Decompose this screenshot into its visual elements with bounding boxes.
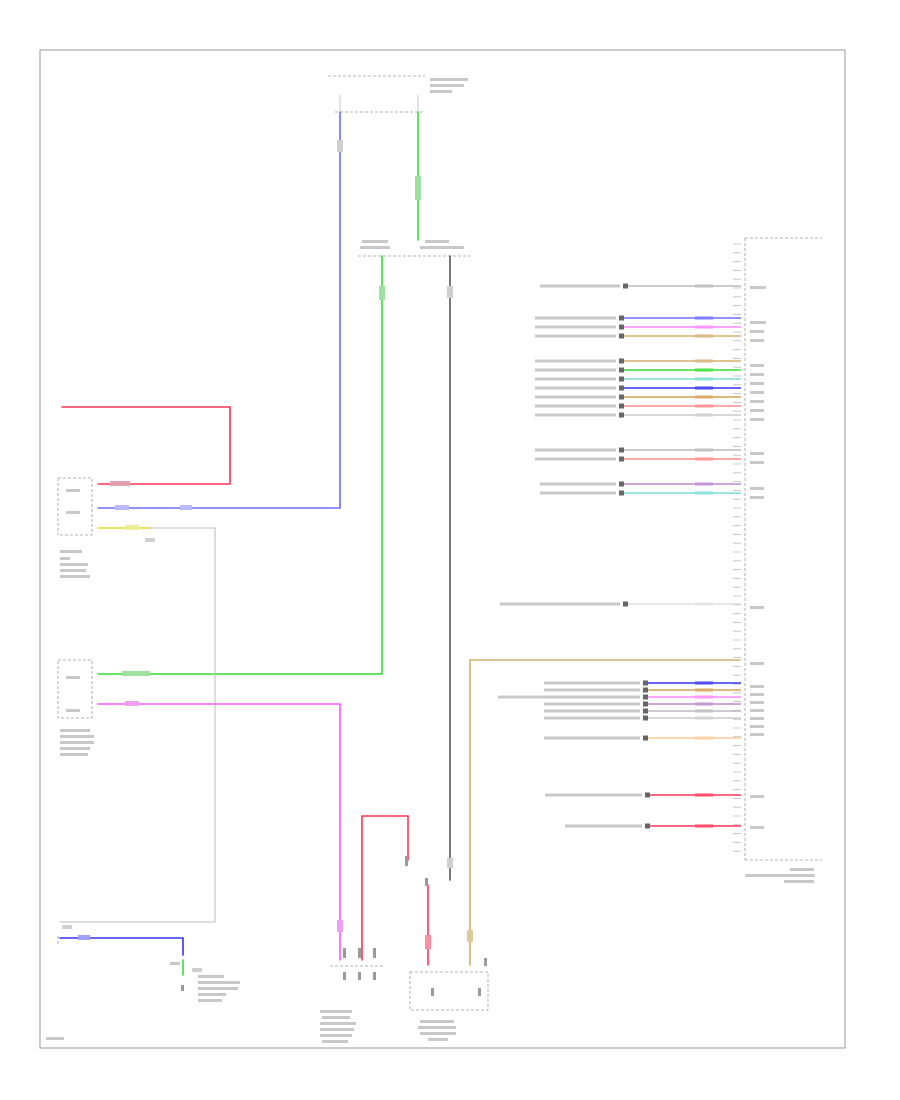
wire-destination-label xyxy=(540,491,616,495)
wire-destination-label xyxy=(535,413,616,417)
wire-terminal xyxy=(619,456,624,462)
wire-color-tag xyxy=(695,457,713,461)
wire-terminal xyxy=(645,823,650,829)
wire-color-tag xyxy=(695,709,713,713)
top-connector xyxy=(328,75,468,113)
wire-destination-label xyxy=(544,716,640,720)
left-component-1 xyxy=(57,477,93,578)
wire-destination-label xyxy=(535,457,616,461)
wire-terminal xyxy=(643,694,648,700)
wire-destination-label xyxy=(535,377,616,381)
wire-terminal xyxy=(643,680,648,686)
bottom-component-1 xyxy=(320,965,384,1043)
wire-destination-label xyxy=(544,736,640,740)
wire-terminal xyxy=(643,701,648,707)
wire-color-tag xyxy=(695,448,713,452)
wire-destination-label xyxy=(535,368,616,372)
wire-destination-label xyxy=(565,824,642,828)
junction-connector xyxy=(358,240,470,257)
wire-destination-label xyxy=(535,404,616,408)
wire-color-tag xyxy=(695,404,713,408)
wire-destination-label xyxy=(545,793,642,797)
wire-destination-label xyxy=(535,448,616,452)
wire-destination-label xyxy=(544,681,640,685)
left-component-3 xyxy=(57,936,240,1002)
wire-color-tag xyxy=(695,793,713,797)
wire-terminal xyxy=(619,358,624,364)
wire-color-tag xyxy=(695,284,713,288)
wire-destination-label xyxy=(535,334,616,338)
wire-color-tag xyxy=(695,368,713,372)
wire-color-tag xyxy=(695,482,713,486)
wire-color-tag xyxy=(695,395,713,399)
wire-color-tag xyxy=(695,325,713,329)
wire-destination-label xyxy=(535,395,616,399)
right-connector xyxy=(733,237,822,883)
wire-terminal xyxy=(619,481,624,487)
footer-code xyxy=(46,1037,64,1040)
wire-color-tag xyxy=(695,386,713,390)
wire-color-tag xyxy=(695,359,713,363)
wire-terminal xyxy=(619,324,624,330)
diagram-frame xyxy=(39,49,846,1049)
wire-terminal xyxy=(619,376,624,382)
wire-color-tag xyxy=(695,702,713,706)
wire-red-center xyxy=(361,815,409,961)
wire-color-tag xyxy=(695,377,713,381)
wire-color-tag xyxy=(695,736,713,740)
wire-color-tag xyxy=(695,681,713,685)
wire-color-tag xyxy=(695,602,713,606)
wire-terminal xyxy=(643,715,648,721)
wire-destination-label xyxy=(540,482,616,486)
wire-tan-main xyxy=(469,659,741,966)
wire-destination-label xyxy=(535,359,616,363)
right-wires xyxy=(498,283,741,829)
wire-terminal xyxy=(619,333,624,339)
wire-color-tag xyxy=(695,688,713,692)
wire-blue-main xyxy=(97,111,341,509)
wire-terminal xyxy=(643,687,648,693)
wire-color-tag xyxy=(695,334,713,338)
wire-destination-label xyxy=(544,709,640,713)
bottom-component-2 xyxy=(409,971,489,1041)
wire-red-loop xyxy=(61,406,231,485)
wire-color-tag xyxy=(695,413,713,417)
wire-terminal xyxy=(623,283,628,289)
wire-terminal xyxy=(619,394,624,400)
wire-destination-label xyxy=(535,316,616,320)
wire-blue-bottom xyxy=(59,937,184,956)
wire-destination-label xyxy=(535,325,616,329)
wire-magenta-main xyxy=(97,703,341,961)
wire-destination-label xyxy=(544,702,640,706)
wire-terminal xyxy=(619,490,624,496)
wire-terminal xyxy=(619,385,624,391)
wire-destination-label xyxy=(535,386,616,390)
wire-terminal xyxy=(643,735,648,741)
left-component-2 xyxy=(57,659,94,756)
wire-color-tag xyxy=(695,491,713,495)
wire-color-tag xyxy=(695,695,713,699)
wire-terminal xyxy=(643,708,648,714)
wire-labels xyxy=(62,140,473,972)
wire-terminal xyxy=(623,601,628,607)
wire-destination-label xyxy=(498,695,640,699)
wire-terminal xyxy=(619,315,624,321)
pin-markers xyxy=(181,856,487,996)
wire-color-tag xyxy=(695,824,713,828)
wire-terminal xyxy=(619,412,624,418)
wire-terminal xyxy=(619,403,624,409)
wire-gray-left xyxy=(59,527,216,923)
wire-destination-label xyxy=(500,602,620,606)
wire-color-tag xyxy=(695,716,713,720)
wire-terminal xyxy=(619,447,624,453)
wire-destination-label xyxy=(540,284,620,288)
wire-green-main xyxy=(97,255,383,675)
wire-terminal xyxy=(619,367,624,373)
wire-terminal xyxy=(645,792,650,798)
wire-color-tag xyxy=(695,316,713,320)
wire-destination-label xyxy=(544,688,640,692)
